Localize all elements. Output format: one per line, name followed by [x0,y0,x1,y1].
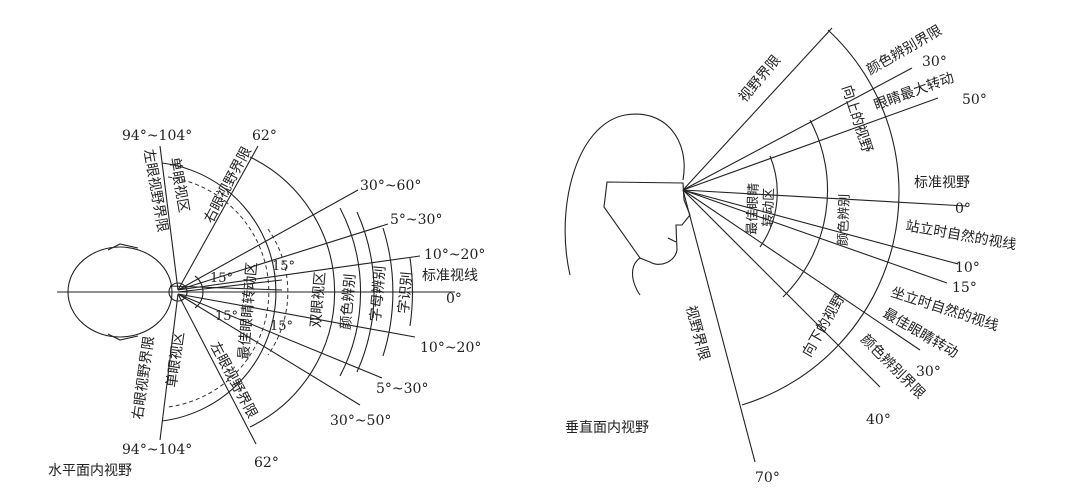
mouth [667,237,677,243]
label-upward: 向上的视野 [838,83,875,155]
label-mono-bottom: 单眼视区 [164,331,188,389]
label-deg-10: 10° [955,260,980,276]
ear-top [107,243,139,251]
label-mono-top: 单眼视区 [166,156,191,214]
vertical-labels: 视野界限 颜色辨别界限 30° 眼睛最大转动 50° 向上的视野 标准视野 0°… [565,22,1018,486]
label-down-10-20: 10°~20° [420,340,481,356]
label-15b: 15° [272,259,295,274]
horizontal-title: 水平面内视野 [48,463,132,479]
label-color: 颜色辨别 [337,273,359,330]
label-deg-50: 50° [962,92,987,108]
label-15d: 15° [270,319,293,334]
label-deg-70: 70° [755,470,780,486]
label-bottom-limit: 94°~104° [122,442,192,458]
label-deg-30-down: 30° [916,364,941,380]
face-profile [603,181,691,265]
label-right-eye-limit-top: 右眼视野界限 [201,144,255,226]
label-deg-15: 15° [952,280,977,296]
vertical-field-lines [682,27,967,463]
vertical-title: 垂直面内视野 [565,419,649,436]
field-arcs [161,156,414,428]
label-zero: 0° [446,291,462,307]
label-letter: 字母辨别 [368,265,389,322]
head-profile [564,113,685,276]
label-top-limit: 94°~104° [122,128,192,144]
label-standing: 站立时自然的视线 [904,217,1017,253]
label-up-5-30: 5°~30° [390,212,442,228]
label-up-30-60: 30°~60° [360,178,421,194]
label-deg-0: 0° [955,201,971,217]
label-view-limit-bottom: 视野界限 [682,304,712,362]
label-color-zone: 颜色辨别 [835,194,853,247]
ear-bottom [107,333,139,341]
label-15a: 15° [210,271,233,286]
horizontal-field-diagram: 94°~104° 94°~104° 62° 62° 30°~60° 5°~30°… [48,128,485,479]
label-best-rotation: 最佳眼睛转动区 [236,261,260,360]
label-deg-40: 40° [866,412,891,428]
label-binocular: 双眼视区 [308,271,329,328]
label-deg-30-up: 30° [922,54,947,70]
label-top-62: 62° [252,128,277,144]
label-bottom-62: 62° [254,455,279,471]
horizontal-labels: 94°~104° 94°~104° 62° 62° 30°~60° 5°~30°… [48,128,485,479]
label-downward: 向下的视野 [800,291,849,360]
label-up-10-20: 10°~20° [424,247,485,263]
label-word: 字识别 [396,271,416,314]
label-down-5-30: 5°~30° [376,381,428,397]
label-down-30-50: 30°~50° [330,413,391,429]
label-best-zone-1: 最佳眼睛 [745,183,762,236]
neck [631,257,641,296]
label-standard-line: 标准视线 [422,268,478,284]
field-lines [159,145,421,445]
label-15c: 15° [215,309,238,324]
vertical-field-diagram: 视野界限 颜色辨别界限 30° 眼睛最大转动 50° 向上的视野 标准视野 0°… [564,22,1018,486]
label-right-eye-limit-bottom: 右眼视野界限 [130,335,158,420]
label-best-zone-2: 转动区 [761,188,777,228]
label-view-limit-top: 视野界限 [736,52,784,105]
vertical-field-arcs [741,29,900,406]
label-standard: 标准视野 [914,175,970,191]
